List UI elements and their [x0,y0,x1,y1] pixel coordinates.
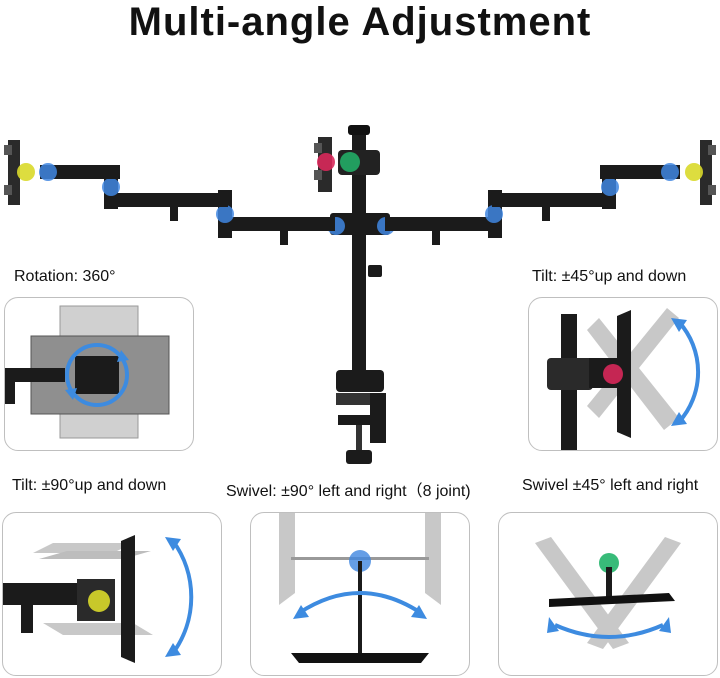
swivel90-illustration [279,513,441,663]
rotation-panel [4,297,194,451]
swivel45-panel [498,512,718,676]
tilt90-panel [2,512,222,676]
triple-monitor-arm-illustration [4,125,716,464]
tilt90-illustration [3,535,194,663]
tilt90-caption: Tilt: ±90°up and down [12,477,167,494]
rotation-illustration [5,305,170,439]
page-title: Multi-angle Adjustment [128,0,592,44]
swivel90-panel [250,512,470,676]
tilt45-panel [528,297,718,451]
swivel45-illustration [535,537,681,649]
swivel90-caption: Swivel: ±90° left and right（8 joint) [226,483,471,500]
rotation-caption: Rotation: 360° [14,268,116,285]
tilt45-illustration [547,308,701,450]
tilt45-caption: Tilt: ±45°up and down [532,268,687,285]
swivel45-caption: Swivel ±45° left and right [522,477,699,494]
